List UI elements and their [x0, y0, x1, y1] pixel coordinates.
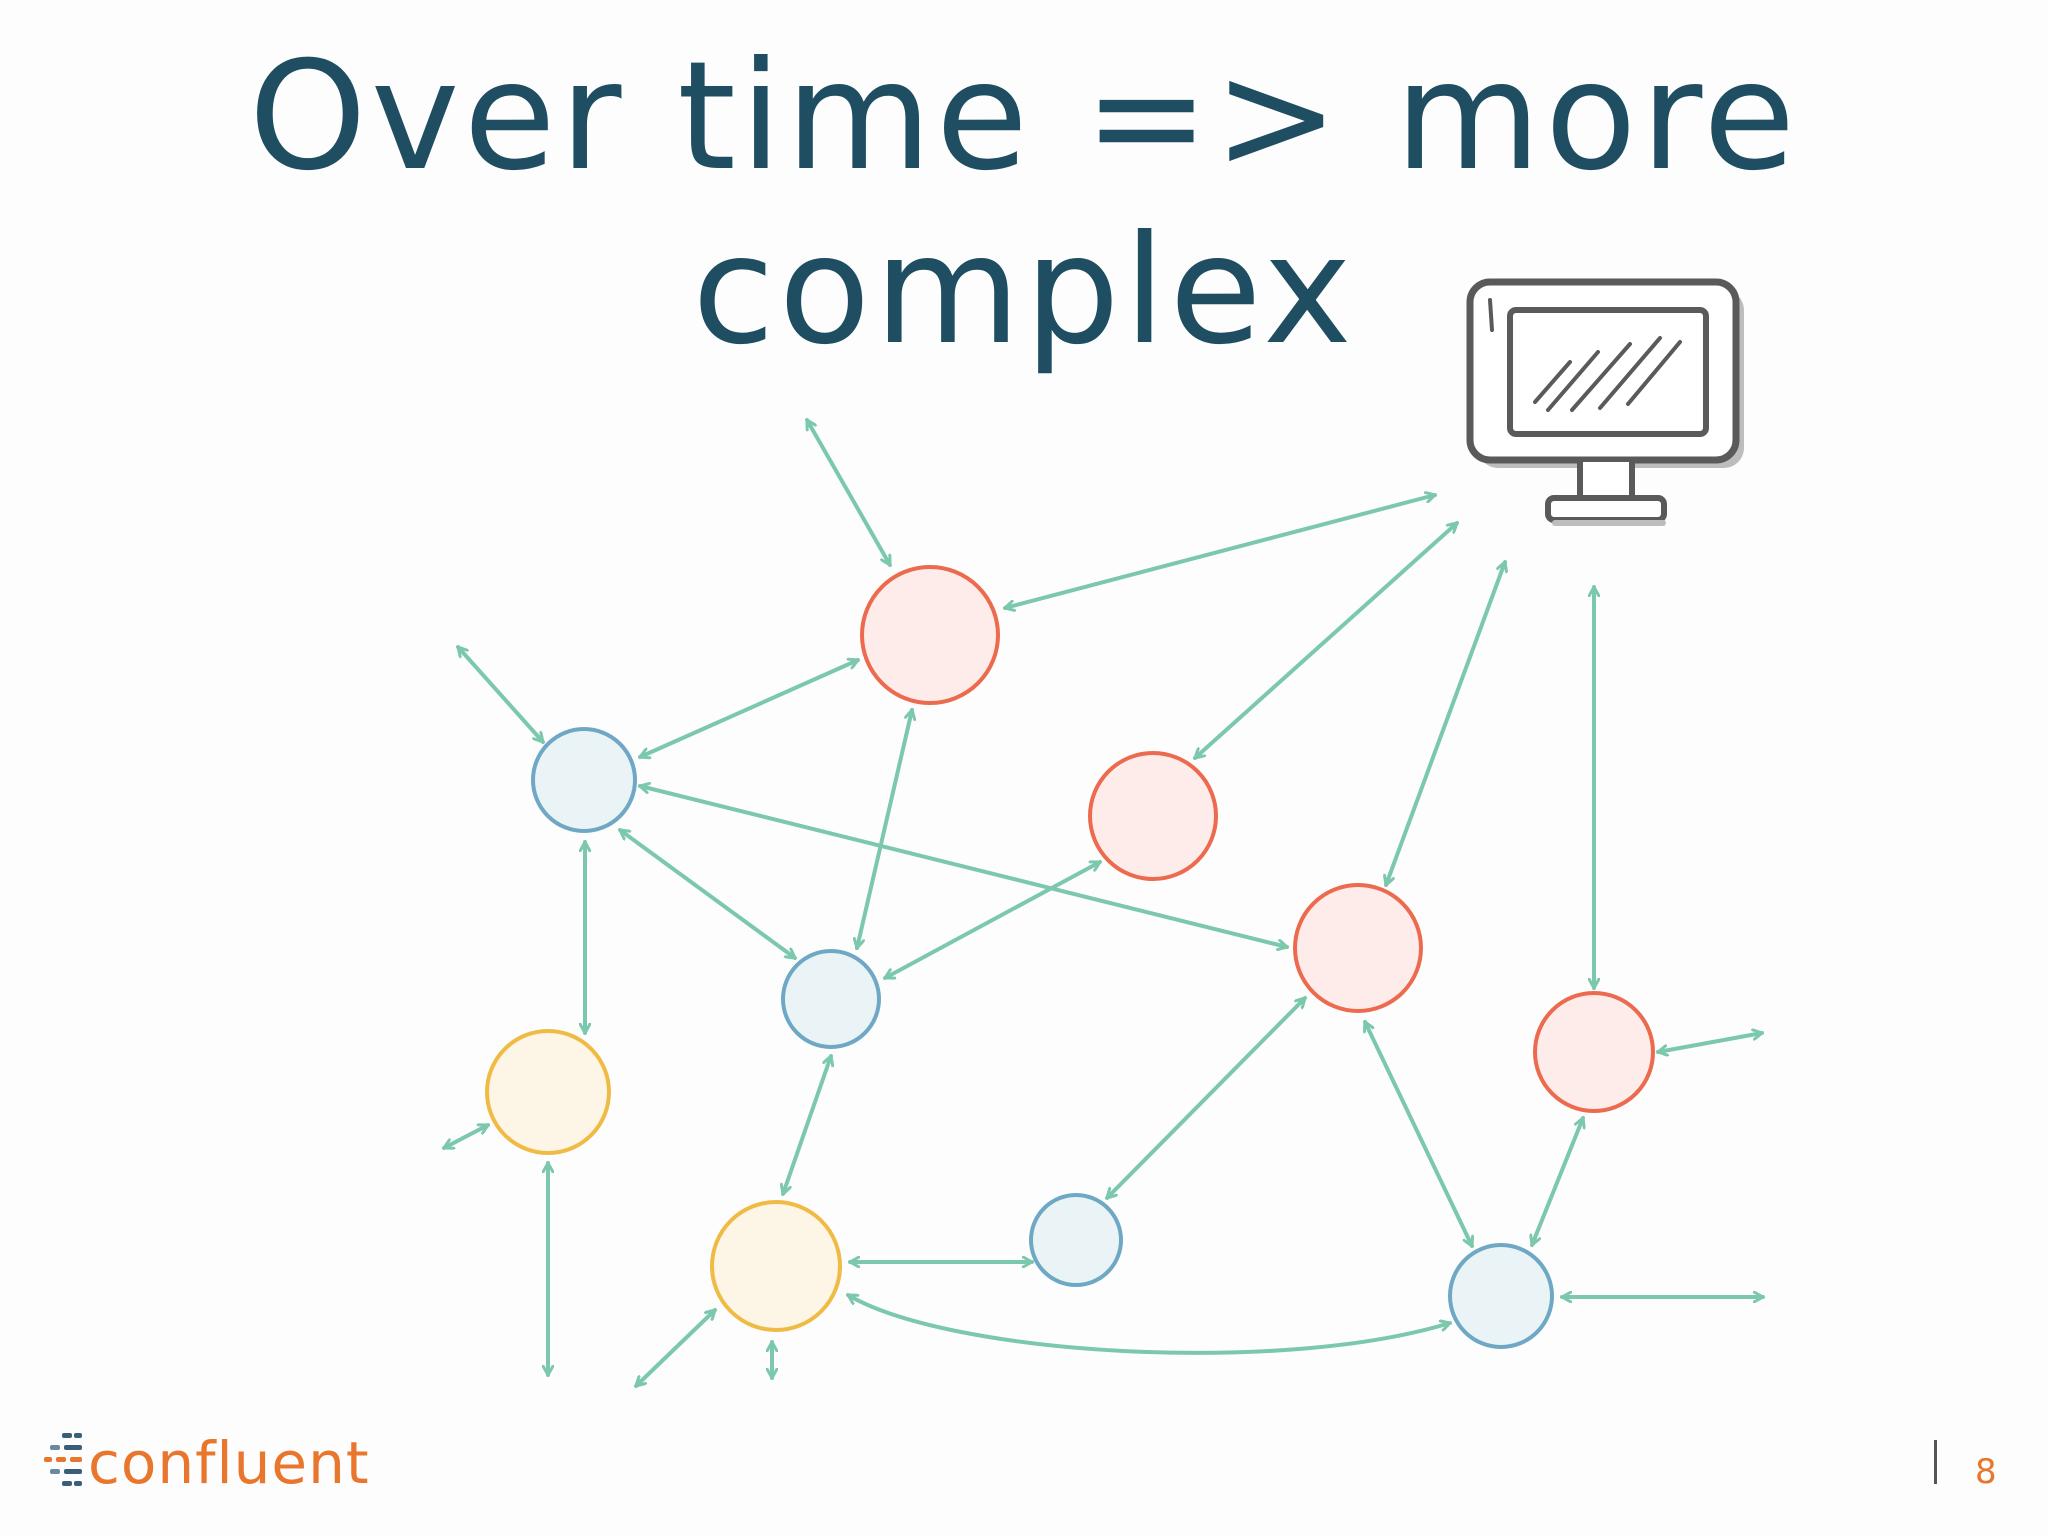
connection-arrow	[857, 708, 912, 950]
connection-arrow	[1105, 996, 1307, 1200]
confluent-logo: confluent	[42, 1418, 370, 1508]
connection-arrow	[618, 828, 797, 960]
connection-arrow	[442, 1123, 490, 1150]
connection-arrow	[1003, 495, 1437, 608]
page-number-divider	[1934, 1440, 1937, 1484]
service-node-yellow	[485, 1029, 611, 1155]
service-node-blue	[1029, 1193, 1123, 1287]
connection-arrow	[1193, 521, 1459, 760]
connection-arrow	[634, 1308, 717, 1388]
connections	[442, 418, 1765, 1388]
connection-arrow	[1656, 1033, 1764, 1052]
service-node-blue	[781, 949, 881, 1049]
service-node-red	[860, 565, 1000, 705]
connection-arrow	[638, 660, 860, 757]
page-number: 8	[1975, 1452, 1997, 1492]
service-node-blue	[531, 727, 637, 833]
nodes	[485, 565, 1655, 1349]
service-node-red	[1293, 883, 1423, 1013]
service-node-blue	[1448, 1243, 1554, 1349]
connection-arrow	[883, 860, 1102, 980]
confluent-logo-icon	[42, 1423, 86, 1503]
connection-arrow	[1386, 560, 1505, 887]
connection-arrow	[805, 418, 892, 567]
connection-arrow	[846, 1293, 1452, 1355]
service-node-red	[1088, 751, 1218, 881]
service-node-yellow	[710, 1200, 842, 1332]
connection-arrow	[456, 645, 545, 744]
slide-title: Over time => more complex	[248, 30, 1800, 378]
connection-arrow	[1532, 1116, 1583, 1247]
monitor-icon	[1466, 278, 1744, 526]
connection-arrow	[1365, 1020, 1472, 1248]
confluent-logo-text: confluent	[88, 1429, 370, 1497]
service-node-red	[1533, 991, 1655, 1113]
connection-arrow	[783, 1054, 831, 1196]
